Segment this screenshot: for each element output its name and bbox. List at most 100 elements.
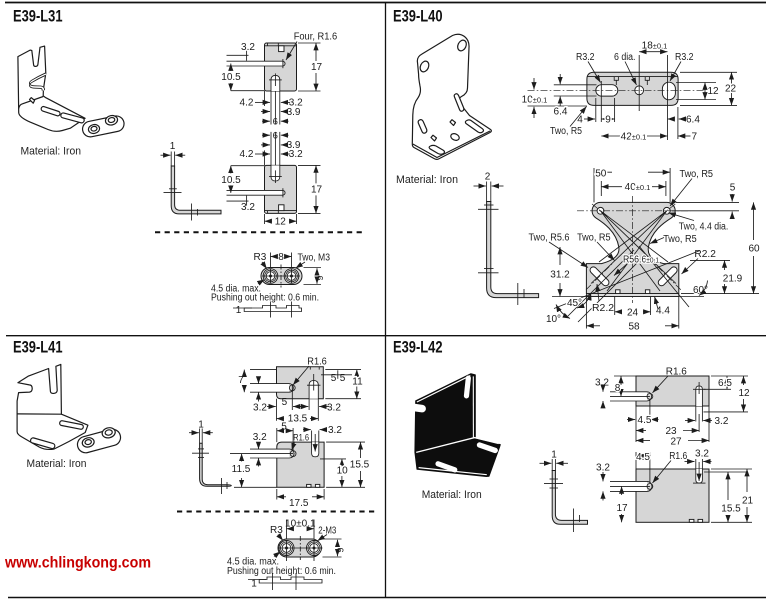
svg-text:Material: Iron: Material: Iron xyxy=(27,458,87,470)
svg-text:42±0.1: 42±0.1 xyxy=(621,132,647,143)
svg-text:3.2: 3.2 xyxy=(596,463,610,474)
svg-text:31.2: 31.2 xyxy=(550,270,570,281)
svg-text:6: 6 xyxy=(273,130,278,141)
svg-text:27: 27 xyxy=(670,437,682,448)
svg-text:7: 7 xyxy=(692,132,698,143)
svg-text:8: 8 xyxy=(615,383,621,394)
svg-text:3.2: 3.2 xyxy=(595,378,609,389)
svg-text:2-M3: 2-M3 xyxy=(318,525,336,536)
svg-text:4.2: 4.2 xyxy=(240,149,254,160)
svg-text:12: 12 xyxy=(738,388,750,399)
svg-text:Two, R5: Two, R5 xyxy=(680,169,714,180)
svg-text:7: 7 xyxy=(238,375,244,386)
svg-text:6.4: 6.4 xyxy=(686,115,700,126)
svg-text:Four, R1.6: Four, R1.6 xyxy=(294,31,338,42)
svg-text:5: 5 xyxy=(281,421,287,432)
svg-text:3.2: 3.2 xyxy=(327,403,341,414)
svg-text:10.5: 10.5 xyxy=(221,72,241,83)
svg-text:23: 23 xyxy=(665,426,677,437)
svg-text:58: 58 xyxy=(628,321,640,332)
svg-text:R56.6±0.1: R56.6±0.1 xyxy=(623,255,659,266)
svg-text:3.2: 3.2 xyxy=(253,432,267,443)
svg-text:6: 6 xyxy=(273,116,278,127)
svg-text:4.5 dia. max.: 4.5 dia. max. xyxy=(211,283,261,294)
svg-text:18±0.1: 18±0.1 xyxy=(642,41,668,52)
svg-text:10°: 10° xyxy=(546,314,561,325)
svg-text:4.5 dia. max.: 4.5 dia. max. xyxy=(227,556,279,567)
svg-text:11.5: 11.5 xyxy=(232,464,251,475)
svg-text:17: 17 xyxy=(616,503,628,514)
svg-text:E39-L40: E39-L40 xyxy=(393,7,443,25)
svg-text:3.2: 3.2 xyxy=(328,425,342,436)
svg-text:10±0.1: 10±0.1 xyxy=(522,95,548,106)
svg-text:Two, R5: Two, R5 xyxy=(550,126,582,137)
svg-text:17: 17 xyxy=(311,62,323,73)
svg-text:11: 11 xyxy=(352,376,363,387)
svg-text:8: 8 xyxy=(278,252,284,263)
svg-text:3.2: 3.2 xyxy=(253,403,267,414)
svg-text:Material: Iron: Material: Iron xyxy=(422,489,482,501)
svg-text:6: 6 xyxy=(335,547,345,552)
svg-text:5: 5 xyxy=(282,397,288,408)
svg-text:10±0.1: 10±0.1 xyxy=(285,518,316,529)
svg-text:6.4: 6.4 xyxy=(554,107,568,118)
svg-text:3.2: 3.2 xyxy=(695,449,709,460)
svg-text:4.2: 4.2 xyxy=(240,98,254,109)
svg-text:Material: Iron: Material: Iron xyxy=(21,146,82,158)
svg-text:15.5: 15.5 xyxy=(721,504,741,515)
svg-text:Two, R5.6: Two, R5.6 xyxy=(529,233,570,244)
svg-text:24: 24 xyxy=(627,307,639,318)
svg-text:17.5: 17.5 xyxy=(289,498,309,509)
svg-text:21.9: 21.9 xyxy=(723,273,743,284)
svg-text:21: 21 xyxy=(742,496,754,507)
svg-text:3.9: 3.9 xyxy=(287,140,301,151)
svg-text:1: 1 xyxy=(251,579,257,590)
svg-text:5: 5 xyxy=(340,373,346,384)
svg-text:R3: R3 xyxy=(270,525,283,536)
svg-text:www.chlingkong.com: www.chlingkong.com xyxy=(4,555,151,572)
svg-text:15.5: 15.5 xyxy=(350,459,370,470)
svg-text:9: 9 xyxy=(605,114,611,125)
svg-text:R3: R3 xyxy=(254,252,267,263)
svg-text:Two, M3: Two, M3 xyxy=(298,252,331,263)
svg-text:R3.2: R3.2 xyxy=(675,52,694,63)
svg-text:R1.6: R1.6 xyxy=(669,451,687,462)
svg-text:5: 5 xyxy=(730,183,736,194)
svg-text:Two, R5: Two, R5 xyxy=(663,234,697,245)
svg-text:6: 6 xyxy=(315,275,325,280)
svg-text:4.5: 4.5 xyxy=(636,452,650,463)
svg-text:12: 12 xyxy=(708,86,720,97)
svg-text:4.5: 4.5 xyxy=(638,415,652,426)
svg-text:Two, 4.4 dia.: Two, 4.4 dia. xyxy=(679,222,729,233)
svg-text:17: 17 xyxy=(311,184,323,195)
svg-text:5: 5 xyxy=(331,373,337,384)
svg-text:10: 10 xyxy=(337,466,349,477)
svg-text:2: 2 xyxy=(485,172,491,183)
svg-text:R2.2: R2.2 xyxy=(694,249,716,260)
svg-text:3.2: 3.2 xyxy=(289,149,303,160)
svg-text:4: 4 xyxy=(577,115,583,126)
svg-text:Two, R5: Two, R5 xyxy=(577,233,611,244)
svg-text:3.2: 3.2 xyxy=(241,42,255,53)
svg-text:40±0.1: 40±0.1 xyxy=(625,182,651,193)
svg-text:4.4: 4.4 xyxy=(656,306,670,317)
svg-text:1: 1 xyxy=(551,450,557,461)
svg-text:60: 60 xyxy=(748,244,760,255)
svg-text:12: 12 xyxy=(275,216,287,227)
svg-text:3.2: 3.2 xyxy=(289,98,303,109)
svg-text:R1.6: R1.6 xyxy=(293,432,309,442)
svg-text:45°: 45° xyxy=(567,298,582,309)
svg-text:1: 1 xyxy=(170,141,176,152)
svg-text:1: 1 xyxy=(236,305,242,316)
svg-text:E39-L41: E39-L41 xyxy=(13,339,63,357)
svg-text:3.2: 3.2 xyxy=(715,416,729,427)
svg-text:13.5: 13.5 xyxy=(288,414,308,425)
svg-text:3.9: 3.9 xyxy=(287,107,301,118)
svg-text:1: 1 xyxy=(198,420,204,431)
svg-text:R1.6: R1.6 xyxy=(666,367,687,378)
svg-text:3.2: 3.2 xyxy=(241,202,255,213)
svg-text:E39-L31: E39-L31 xyxy=(13,7,63,25)
svg-text:50: 50 xyxy=(595,169,607,180)
svg-text:R1.6: R1.6 xyxy=(307,357,327,368)
svg-text:Material: Iron: Material: Iron xyxy=(396,174,458,186)
